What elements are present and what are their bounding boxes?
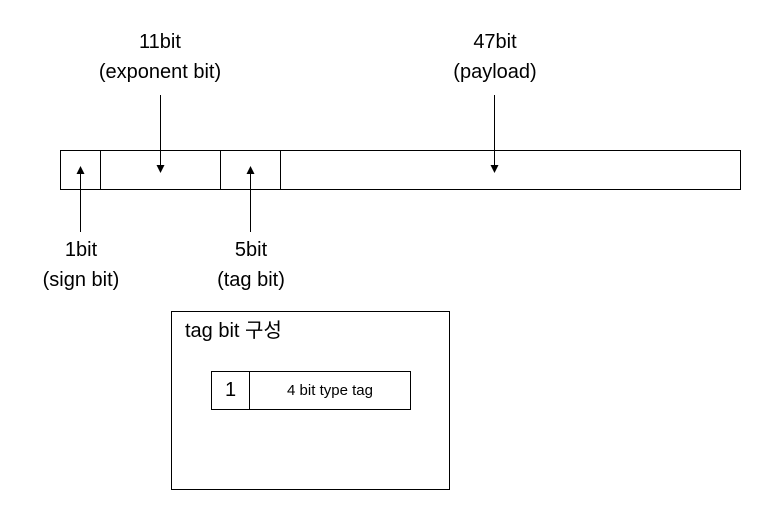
bit-bar [60,150,741,190]
tag-bit-field: 1 4 bit type tag [211,371,411,410]
label-exponent-bits: 11bit [139,31,181,53]
label-tag-bits: 5bit [234,239,268,261]
label-payload: 47bit (payload) [395,27,595,87]
label-sign-bits: 1bit [64,239,98,261]
label-sign: 1bit (sign bit) [0,235,181,295]
tag-bit-composition-box: tag bit 구성 [171,311,450,490]
label-exponent-name: (exponent bit) [98,61,222,83]
label-tag-name: (tag bit) [217,269,285,291]
label-exponent: 11bit (exponent bit) [60,27,260,87]
label-tag: 5bit (tag bit) [151,235,351,295]
label-payload-name: (payload) [453,61,537,83]
label-sign-name: (sign bit) [42,269,120,291]
label-payload-bits: 47bit [473,31,517,53]
tag-bit-field-flag: 1 [212,372,250,409]
tag-bit-field-type-tag: 4 bit type tag [287,382,373,399]
tag-box-title: tag bit 구성 [185,320,282,342]
